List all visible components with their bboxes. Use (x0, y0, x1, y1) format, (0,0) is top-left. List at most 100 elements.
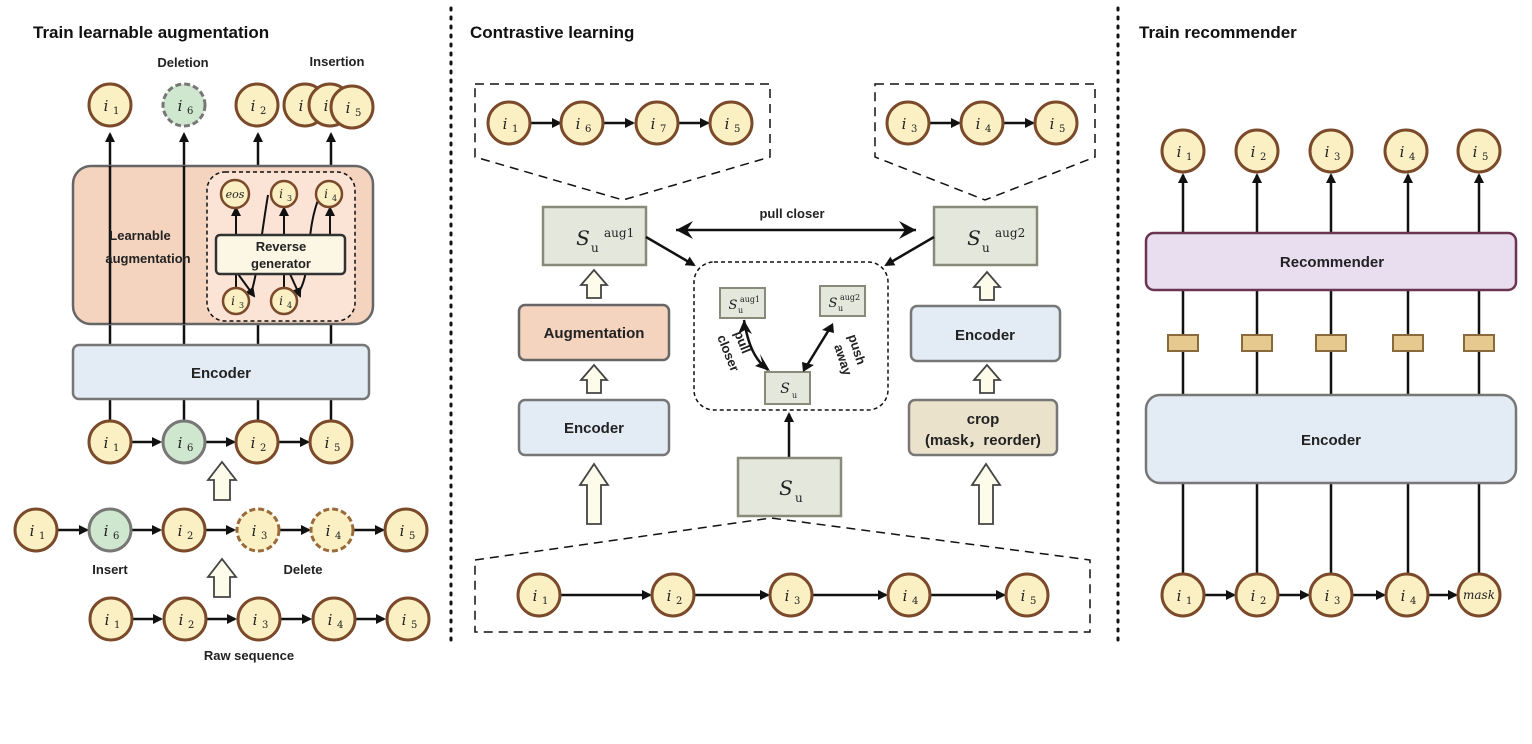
aug1-sup: aug1 (740, 295, 760, 304)
encoder-label-middle-right: Encoder (955, 327, 1015, 344)
svg-text:i: i (1325, 587, 1330, 605)
svg-text:i: i (1050, 115, 1055, 133)
push-arrowhead (802, 362, 814, 372)
s-symbol: S (829, 296, 838, 311)
item-index: 5 (1482, 152, 1488, 163)
item-node: eos (219, 178, 251, 210)
s-u-aug2-box (932, 205, 1039, 267)
hollow-up-arrow (206, 460, 238, 501)
pull-arrowhead (755, 354, 770, 371)
item-index: 6 (113, 531, 119, 542)
svg-text:i: i (324, 97, 329, 115)
svg-text:i: i (1473, 143, 1478, 161)
left-panel: Deletion Insertion Learnable augmentatio… (13, 54, 431, 663)
encoder-label-left: Encoder (191, 365, 251, 382)
item-index: 4 (912, 596, 918, 607)
svg-text:i: i (1177, 587, 1182, 605)
item-node: i 2 (161, 507, 207, 553)
svg-text:i: i (325, 434, 330, 452)
svg-text:i: i (251, 434, 256, 452)
item-node: i 4 (1384, 572, 1430, 618)
pull-arrowhead (676, 221, 693, 239)
item-index: 5 (1059, 124, 1065, 135)
item-node: i 3 (236, 596, 282, 642)
encoder-label-middle-left: Encoder (564, 420, 624, 437)
item-node: i 2 (650, 572, 696, 618)
deletion-label: Deletion (157, 55, 208, 70)
item-node: i 4 (959, 100, 1005, 146)
item-node: i 4 (314, 179, 344, 209)
item-node: i 5 (1033, 100, 1079, 146)
s-u-aug1-box (541, 205, 648, 267)
crop-label-2: (mask，reorder) (925, 432, 1041, 449)
item-node: i 3 (885, 100, 931, 146)
hollow-up-arrow (972, 363, 1002, 394)
item-index: 2 (260, 443, 266, 454)
svg-text:i: i (346, 99, 351, 117)
svg-text:i: i (1251, 143, 1256, 161)
item-node: i 3 (269, 179, 299, 209)
aug1-sup: aug1 (604, 226, 634, 240)
item-index: 5 (734, 124, 740, 135)
item-index: 3 (1334, 596, 1340, 607)
item-node: i 1 (1160, 128, 1206, 174)
hollow-up-arrow (579, 363, 609, 394)
pull-arrowhead (738, 320, 752, 334)
item-index: 2 (676, 596, 682, 607)
svg-text:i: i (1021, 587, 1026, 605)
aug2-sequence-container (874, 83, 1096, 201)
item-node: i 2 (234, 82, 280, 128)
item-node: i 5 (385, 596, 431, 642)
hollow-up-arrow (579, 268, 609, 299)
delete-label: Delete (283, 562, 322, 577)
push-arrowhead (822, 323, 834, 333)
s-u-small-box (764, 371, 811, 405)
learnable-augmentation-label-2: augmentation (105, 251, 190, 266)
item-index: 1 (1186, 596, 1192, 607)
svg-text:i: i (105, 611, 110, 629)
svg-text:i: i (104, 434, 109, 452)
item-node: i 5 (383, 507, 429, 553)
item-index: 2 (1260, 152, 1266, 163)
svg-text:i: i (533, 587, 538, 605)
inserted-item-stack: i 1 i 1 i 5 (282, 82, 375, 130)
item-index: 3 (1334, 152, 1340, 163)
pull-closer-label: pull closer (759, 206, 824, 221)
item-index: 1 (542, 596, 548, 607)
augmentation-box (517, 303, 671, 362)
svg-text:i: i (279, 294, 283, 308)
recommender-label: Recommender (1280, 254, 1384, 271)
item-node: i 1 (13, 507, 59, 553)
embedding-token (1241, 334, 1273, 352)
middle-panel: i 1 i 6 i 7 i 5 i 3 (474, 83, 1096, 633)
item-index: 4 (335, 531, 341, 542)
item-index: 5 (1030, 596, 1036, 607)
s-symbol: S (576, 226, 590, 250)
svg-text:i: i (402, 611, 407, 629)
item-node: i 5 (1004, 572, 1050, 618)
item-node: i 4 (1383, 128, 1429, 174)
item-node: i 3 (1308, 128, 1354, 174)
svg-text:i: i (324, 187, 328, 201)
item-index: 3 (794, 596, 800, 607)
pull-arrowhead (899, 221, 916, 239)
insert-label: Insert (92, 562, 128, 577)
u-sub: u (838, 304, 843, 313)
svg-text:i: i (400, 522, 405, 540)
item-index: 4 (287, 301, 292, 310)
svg-text:i: i (651, 115, 656, 133)
item-node: i 3 (1308, 572, 1354, 618)
insertion-label: Insertion (310, 54, 365, 69)
deleted-item-node: i 3 (235, 507, 281, 553)
deleted-item-node: i 4 (309, 507, 355, 553)
item-node: i 3 (221, 286, 251, 316)
svg-text:i: i (231, 294, 235, 308)
inserted-item-node: i 6 (161, 419, 207, 465)
svg-text:i: i (667, 587, 672, 605)
svg-text:i: i (279, 187, 283, 201)
item-node: i 1 (87, 82, 133, 128)
s-symbol: S (779, 476, 793, 500)
learnable-augmentation-label-1: Learnable (109, 228, 170, 243)
item-index: 2 (188, 620, 194, 631)
item-index: 1 (1186, 152, 1192, 163)
